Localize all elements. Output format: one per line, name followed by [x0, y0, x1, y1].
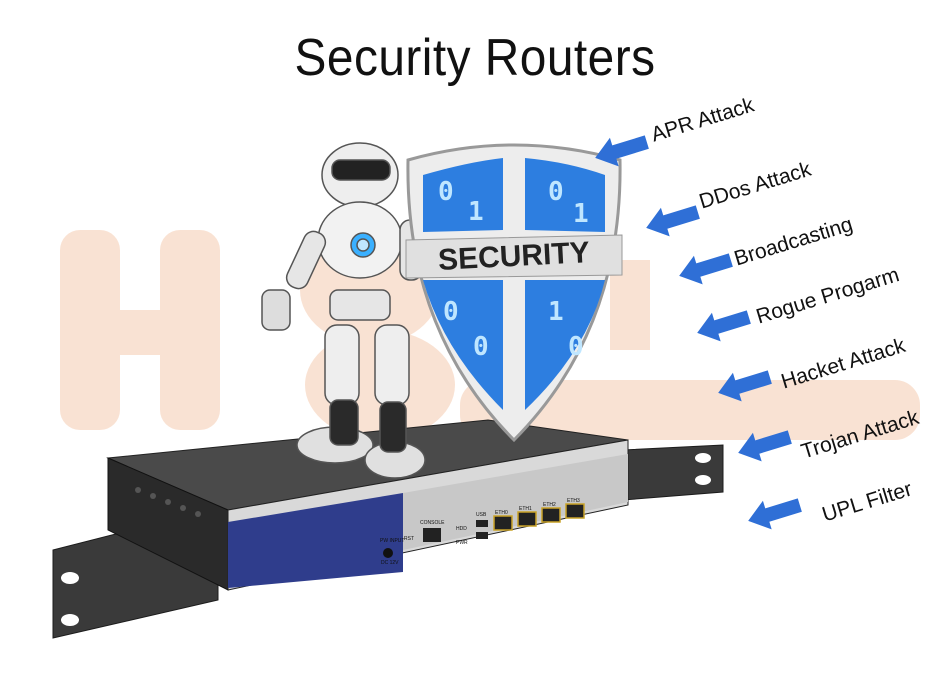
power-jack — [383, 548, 393, 558]
svg-text:0: 0 — [473, 332, 489, 362]
svg-text:0: 0 — [568, 332, 584, 362]
svg-text:1: 1 — [573, 199, 589, 229]
svg-text:0: 0 — [548, 177, 564, 207]
robot-illustration — [261, 142, 426, 479]
page-title: Security Routers — [294, 29, 656, 87]
threat-arrow-icon — [595, 135, 649, 167]
threat-arrow-icon — [748, 498, 802, 530]
threat-arrow-icon — [697, 310, 751, 342]
svg-text:PW INPUT DC 12V RS: PW INPUT DC 12V RST CONSOLE HDD PWR USB … — [380, 498, 580, 566]
usb-port — [476, 532, 488, 539]
svg-text:1: 1 — [468, 197, 484, 227]
threat-arrow-icon — [718, 370, 772, 402]
rack-ear-right — [622, 444, 724, 501]
usb-port — [476, 520, 488, 527]
svg-text:0: 0 — [443, 297, 459, 327]
threat-arrow-icon — [738, 430, 792, 462]
threat-label: APR Attack — [648, 93, 757, 147]
svg-text:1: 1 — [548, 297, 564, 327]
threat-arrow-icon — [646, 205, 700, 237]
security-shield: 0 1 0 1 0 0 1 0 SECURITY — [405, 143, 623, 443]
threat-arrow-icon — [679, 253, 733, 285]
shield-label: SECURITY — [437, 236, 590, 277]
console-port — [423, 528, 441, 542]
threat-label: UPL Filter — [819, 477, 915, 527]
svg-text:0: 0 — [438, 177, 454, 207]
ethernet-ports — [493, 503, 585, 531]
